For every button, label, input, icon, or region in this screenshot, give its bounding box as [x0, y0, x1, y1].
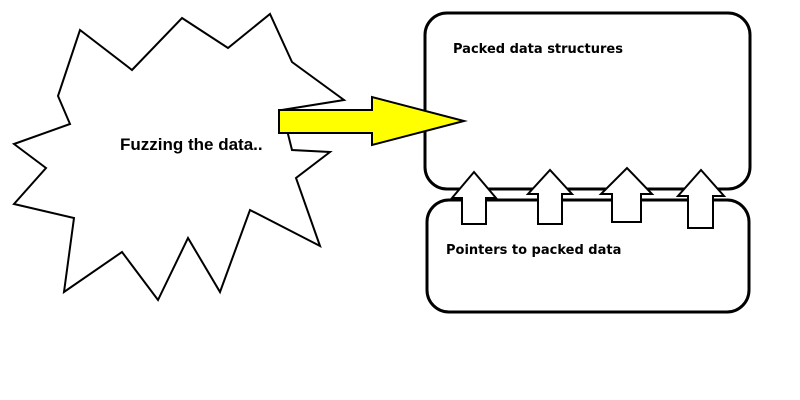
pointer-arrows	[449, 166, 727, 229]
pointers-box-label: Pointers to packed data	[446, 243, 621, 258]
pointer-arrow-3	[598, 166, 655, 223]
packed-data-box-label: Packed data structures	[453, 42, 623, 57]
fuzzing-burst: Fuzzing the data..	[11, 12, 347, 302]
pointers-box: Pointers to packed data	[425, 198, 751, 314]
packed-data-box: Packed data structures	[423, 11, 752, 191]
burst-label: Fuzzing the data..	[120, 135, 263, 154]
pointer-arrow-1	[449, 170, 499, 225]
burst-shape	[11, 12, 347, 302]
pointer-arrow-4	[675, 168, 727, 229]
pointers-box-rect	[425, 198, 751, 314]
fuzz-arrow	[278, 95, 468, 147]
pointer-arrow-2	[525, 168, 575, 225]
packed-data-box-rect	[423, 11, 752, 191]
